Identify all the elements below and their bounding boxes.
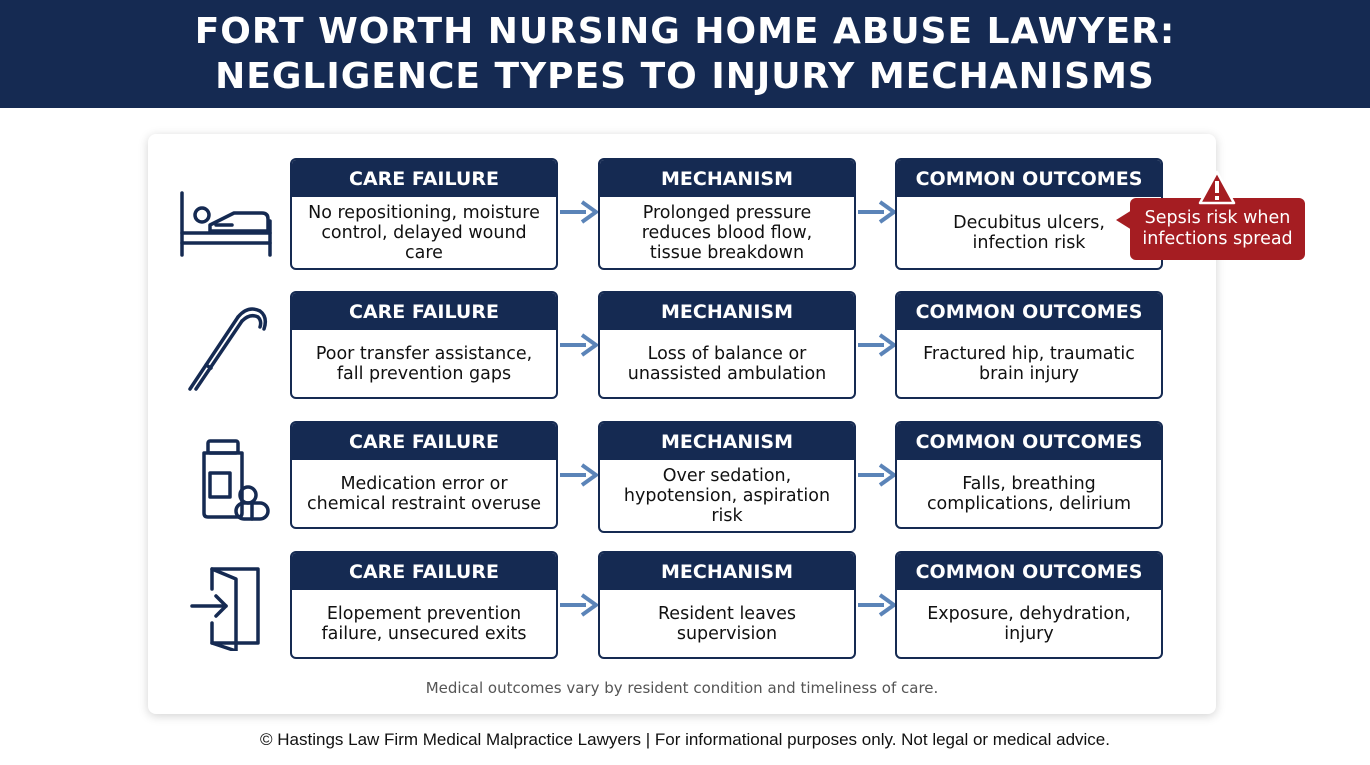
care-failure-text: No repositioning, moisture control, dela… xyxy=(292,197,556,268)
outcome-box-4: COMMON OUTCOMES Exposure, dehydration, i… xyxy=(895,551,1163,659)
care-failure-text: Elopement prevention failure, unsecured … xyxy=(292,590,556,657)
medication-bottle-icon xyxy=(176,428,276,528)
mechanism-header: MECHANISM xyxy=(600,553,854,590)
mechanism-line: unassisted ambulation xyxy=(627,363,827,384)
outcome-header: COMMON OUTCOMES xyxy=(897,160,1161,197)
care-failure-line: Medication error or xyxy=(340,473,508,494)
warning-icon xyxy=(1198,170,1236,205)
care-failure-line: care xyxy=(405,242,443,263)
care-failure-header: CARE FAILURE xyxy=(292,423,556,460)
care-failure-text: Poor transfer assistance, fall preventio… xyxy=(292,330,556,397)
arrow-right-icon xyxy=(858,463,896,487)
mechanism-line: risk xyxy=(711,505,743,526)
care-failure-line: failure, unsecured exits xyxy=(321,623,527,644)
arrow-right-icon xyxy=(560,593,598,617)
outcome-text: Decubitus ulcers, infection risk xyxy=(897,197,1161,268)
mechanism-line: Prolonged pressure xyxy=(642,202,812,223)
care-failure-header: CARE FAILURE xyxy=(292,553,556,590)
mechanism-line: Resident leaves xyxy=(657,603,797,624)
mechanism-text: Prolonged pressure reduces blood flow, t… xyxy=(600,197,854,268)
outcome-line: Fractured hip, traumatic xyxy=(923,343,1135,364)
care-failure-line: No repositioning, moisture xyxy=(308,202,540,223)
mechanism-line: Over sedation, xyxy=(662,465,792,486)
page-title-line-1: FORT WORTH NURSING HOME ABUSE LAWYER: xyxy=(194,11,1176,52)
outcome-line: injury xyxy=(1004,623,1054,644)
outcome-box-2: COMMON OUTCOMES Fractured hip, traumatic… xyxy=(895,291,1163,399)
mechanism-line: Loss of balance or xyxy=(647,343,807,364)
page-title-line-2: NEGLIGENCE TYPES TO INJURY MECHANISMS xyxy=(215,56,1155,97)
care-failure-box-2: CARE FAILURE Poor transfer assistance, f… xyxy=(290,291,558,399)
arrow-right-icon xyxy=(858,593,896,617)
outcome-line: complications, delirium xyxy=(926,493,1132,514)
outcome-header: COMMON OUTCOMES xyxy=(897,423,1161,460)
care-failure-header: CARE FAILURE xyxy=(292,160,556,197)
mechanism-box-3: MECHANISM Over sedation, hypotension, as… xyxy=(598,421,856,533)
hospital-bed-icon xyxy=(176,168,276,268)
mechanism-text: Over sedation, hypotension, aspiration r… xyxy=(600,460,854,531)
outcome-line: Decubitus ulcers, xyxy=(953,212,1105,233)
care-failure-box-1: CARE FAILURE No repositioning, moisture … xyxy=(290,158,558,270)
mechanism-box-1: MECHANISM Prolonged pressure reduces blo… xyxy=(598,158,856,270)
alert-line-2: infections spread xyxy=(1142,229,1293,249)
care-failure-line: Poor transfer assistance, xyxy=(315,343,533,364)
sepsis-alert-callout: Sepsis risk when infections spread xyxy=(1130,198,1305,260)
cane-icon xyxy=(176,298,276,398)
care-failure-header: CARE FAILURE xyxy=(292,293,556,330)
arrow-right-icon xyxy=(560,200,598,224)
alert-pointer xyxy=(1116,210,1132,230)
arrow-right-icon xyxy=(560,463,598,487)
care-failure-box-4: CARE FAILURE Elopement prevention failur… xyxy=(290,551,558,659)
care-failure-line: Elopement prevention xyxy=(326,603,522,624)
outcome-text: Falls, breathing complications, delirium xyxy=(897,460,1161,527)
outcome-header: COMMON OUTCOMES xyxy=(897,293,1161,330)
mechanism-header: MECHANISM xyxy=(600,423,854,460)
arrow-right-icon xyxy=(858,200,896,224)
arrow-right-icon xyxy=(560,333,598,357)
exit-door-icon xyxy=(176,556,276,656)
outcome-box-3: COMMON OUTCOMES Falls, breathing complic… xyxy=(895,421,1163,529)
outcome-line: Falls, breathing xyxy=(962,473,1096,494)
mechanism-header: MECHANISM xyxy=(600,293,854,330)
outcome-box-1: COMMON OUTCOMES Decubitus ulcers, infect… xyxy=(895,158,1163,270)
care-failure-text: Medication error or chemical restraint o… xyxy=(292,460,556,527)
mechanism-line: tissue breakdown xyxy=(649,242,805,263)
outcome-text: Fractured hip, traumatic brain injury xyxy=(897,330,1161,397)
mechanism-text: Resident leaves supervision xyxy=(600,590,854,657)
mechanism-box-2: MECHANISM Loss of balance or unassisted … xyxy=(598,291,856,399)
care-failure-line: fall prevention gaps xyxy=(336,363,512,384)
mechanism-text: Loss of balance or unassisted ambulation xyxy=(600,330,854,397)
mechanism-line: reduces blood flow, xyxy=(641,222,813,243)
header-banner: FORT WORTH NURSING HOME ABUSE LAWYER: NE… xyxy=(0,0,1370,108)
outcome-line: Exposure, dehydration, xyxy=(927,603,1131,624)
mechanism-box-4: MECHANISM Resident leaves supervision xyxy=(598,551,856,659)
care-failure-line: control, delayed wound xyxy=(321,222,527,243)
outcome-header: COMMON OUTCOMES xyxy=(897,553,1161,590)
disclaimer-note: Medical outcomes vary by resident condit… xyxy=(425,679,939,697)
arrow-right-icon xyxy=(858,333,896,357)
mechanism-header: MECHANISM xyxy=(600,160,854,197)
outcome-line: infection risk xyxy=(972,232,1086,253)
outcome-text: Exposure, dehydration, injury xyxy=(897,590,1161,657)
care-failure-box-3: CARE FAILURE Medication error or chemica… xyxy=(290,421,558,529)
mechanism-line: hypotension, aspiration xyxy=(623,485,831,506)
alert-line-1: Sepsis risk when xyxy=(1144,208,1291,228)
care-failure-line: chemical restraint overuse xyxy=(306,493,541,514)
outcome-line: brain injury xyxy=(978,363,1079,384)
mechanism-line: supervision xyxy=(676,623,778,644)
footer-credit: © Hastings Law Firm Medical Malpractice … xyxy=(260,730,1110,749)
